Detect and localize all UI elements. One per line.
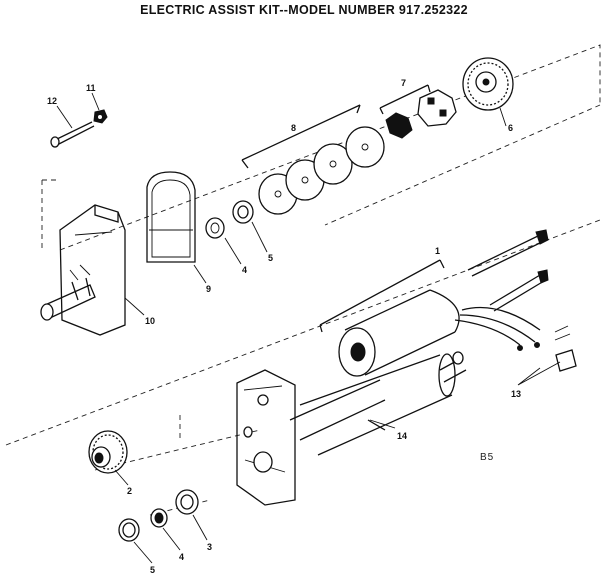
diagram-title: ELECTRIC ASSIST KIT--MODEL NUMBER 917.25… (140, 3, 468, 17)
part-7-coupler (379, 84, 457, 139)
callout-leader-lines (56, 92, 507, 564)
drawing-code: B5 (480, 452, 495, 463)
callout-7: 7 (401, 78, 407, 88)
part-2-small-gear (88, 430, 128, 474)
callout-6: 6 (508, 123, 514, 133)
callout-3: 3 (207, 542, 213, 552)
part-14-actuator (236, 351, 467, 506)
part-5-bearing-lower (118, 518, 140, 542)
callout-12: 12 (47, 96, 58, 106)
callout-1: 1 (435, 246, 441, 256)
part-6-large-gear (462, 57, 514, 111)
part-8-disc-stack (241, 104, 385, 215)
callout-13: 13 (511, 389, 522, 399)
part-13-connectors (517, 325, 577, 386)
callout-2: 2 (127, 486, 133, 496)
part-10-gear-housing (40, 204, 126, 336)
callout-8: 8 (291, 123, 297, 133)
part-4-washer-upper (205, 217, 225, 239)
callout-5-upper: 5 (268, 253, 274, 263)
callout-14: 14 (397, 431, 408, 441)
callout-9: 9 (206, 284, 212, 294)
part-1-motor (319, 229, 549, 377)
callout-5-lower: 5 (150, 565, 156, 575)
part-3-washer-lower (175, 489, 199, 515)
part-9-gasket (146, 171, 196, 263)
part-12-bolt (50, 121, 95, 148)
callout-10: 10 (145, 316, 156, 326)
part-4-washer-lower (150, 508, 168, 528)
callout-4-upper: 4 (242, 265, 248, 275)
part-5-bearing-upper (232, 200, 254, 224)
part-11-nut (93, 109, 108, 124)
callout-11: 11 (86, 83, 96, 93)
callout-4-lower: 4 (179, 552, 185, 562)
